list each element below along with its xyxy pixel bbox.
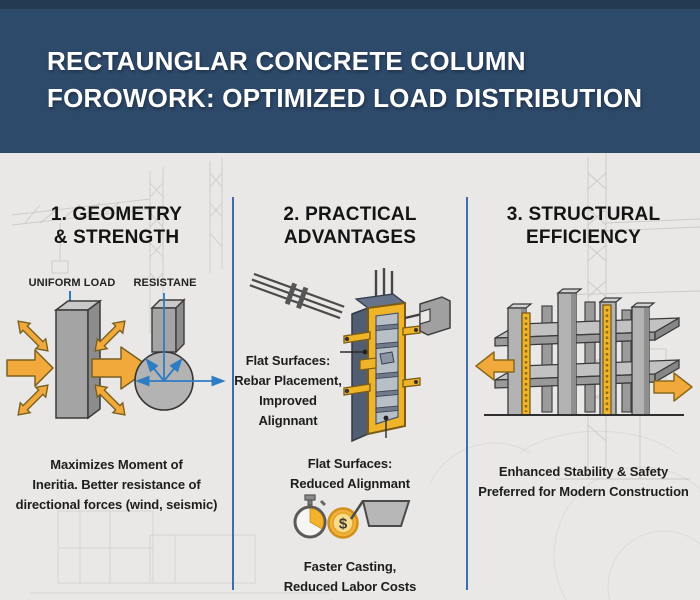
section-structural: 3. STRUCTURAL EFFICIENCY [467, 153, 700, 600]
cost-icons: $ [293, 494, 411, 539]
formwork-center-block [379, 351, 395, 365]
structural-heading: 3. STRUCTURAL EFFICIENCY [506, 204, 661, 248]
building-frame-diagram [475, 288, 693, 416]
main-title: RECTAUNGLAR CONCRETE COLUMN FOROWORK: OP… [47, 46, 643, 113]
callout-leader-lines [340, 349, 389, 438]
formwork-clamps [343, 325, 421, 396]
dollar-coin-icon: $ [327, 507, 359, 539]
back-columns [541, 301, 632, 413]
formwork-cross-bars [375, 323, 399, 413]
load-arrow-topleft [12, 315, 54, 357]
practical-caption: Faster Casting, Reduced Labor Costs [283, 559, 417, 594]
load-arrow-left [6, 349, 54, 387]
resistance-label: RESISTANE [133, 277, 197, 289]
dollar-symbol: $ [339, 516, 348, 533]
structural-caption: Enhanced Stability & Safety Preferred fo… [478, 464, 689, 499]
formwork-strips [521, 304, 612, 416]
column-divider-2 [466, 197, 468, 590]
uniform-load-diagram [6, 291, 152, 421]
header-banner: RECTAUNGLAR CONCRETE COLUMN FOROWORK: OP… [0, 0, 700, 153]
geometry-caption: Maximizes Moment of Ineritia. Better res… [15, 457, 218, 512]
concrete-hopper-icon [349, 500, 411, 527]
reduced-alignment-callout: Flat Surfaces: Reduced Alignmant [290, 456, 410, 491]
concrete-column-front [55, 309, 89, 419]
lateral-arrow-left [475, 351, 515, 381]
rebar-callout: Flat Surfaces: Rebar Placement, Improved… [234, 353, 342, 428]
section-geometry: 1. GEOMETRY & STRENGTH UNIFORM LOAD RESI… [0, 153, 233, 600]
practical-heading: 2. PRACTICAL ADVANTAGES [283, 204, 417, 248]
formwork-diagram [249, 268, 451, 443]
stopwatch-elapsed-wedge [309, 508, 324, 530]
rebar-bundle [249, 272, 345, 320]
content-area: 1. GEOMETRY & STRENGTH UNIFORM LOAD RESI… [0, 153, 700, 600]
lateral-arrow-right [653, 372, 693, 402]
stopwatch-icon [293, 494, 327, 539]
uniform-load-label: UNIFORM LOAD [28, 277, 116, 289]
alignment-bracket [404, 296, 451, 336]
formwork-panel [343, 293, 421, 443]
geometry-diagram [6, 291, 226, 421]
column-divider-1 [232, 197, 234, 590]
load-arrow-bottomleft [12, 379, 54, 421]
geometry-heading: 1. GEOMETRY & STRENGTH [50, 204, 183, 248]
section-practical: 2. PRACTICAL ADVANTAGES [233, 153, 467, 600]
formwork-side-panel [351, 306, 369, 443]
resistance-diagram [134, 293, 226, 411]
